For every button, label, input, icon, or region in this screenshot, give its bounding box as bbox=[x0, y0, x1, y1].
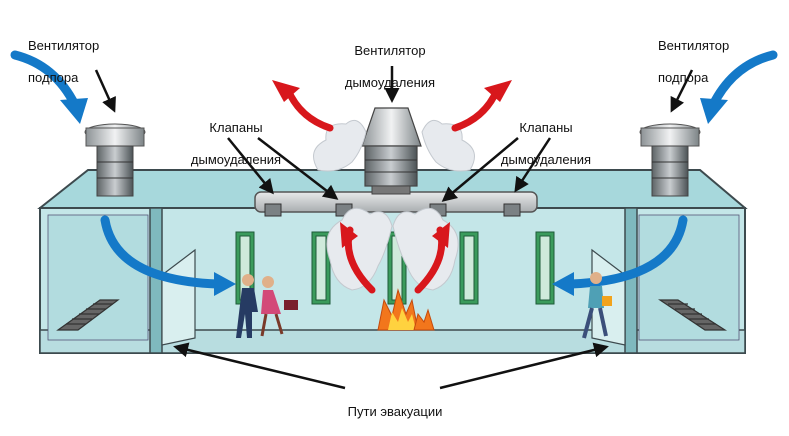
supply-fan-right-label: Вентилятор подпора bbox=[658, 22, 758, 102]
label-pointers bbox=[94, 66, 694, 390]
label-line: Клапаны bbox=[209, 120, 263, 135]
arrowhead bbox=[60, 98, 88, 124]
label-line: подпора bbox=[28, 70, 79, 85]
label-line: дымоудаления bbox=[344, 75, 436, 90]
fan-icon bbox=[640, 127, 700, 147]
arrowhead bbox=[272, 80, 300, 102]
supply-fan-right bbox=[639, 123, 701, 197]
label-line: дымоудаления bbox=[190, 152, 282, 167]
stair-shaft-left bbox=[47, 214, 149, 341]
smoke-ventilation-diagram bbox=[10, 50, 778, 390]
partition-right bbox=[624, 207, 638, 354]
label-line: дымоудаления bbox=[500, 152, 592, 167]
label-line: подпора bbox=[658, 70, 709, 85]
supply-air-arrows bbox=[10, 50, 778, 289]
fire-icon bbox=[377, 288, 435, 331]
arrowhead bbox=[700, 98, 728, 124]
partition-left bbox=[149, 207, 163, 354]
valve bbox=[503, 203, 521, 217]
supply-fan-left-label: Вентилятор подпора bbox=[28, 22, 128, 102]
smoke-duct bbox=[254, 191, 538, 217]
arrowhead bbox=[340, 222, 358, 248]
arrowhead bbox=[484, 80, 512, 102]
label-line: Вентилятор bbox=[28, 38, 100, 53]
label-line: Клапаны bbox=[519, 120, 573, 135]
smoke-fan bbox=[361, 107, 422, 195]
stairs-right bbox=[658, 299, 728, 331]
fan-icon bbox=[361, 107, 422, 147]
stair-shaft-right bbox=[638, 214, 740, 341]
smoke-fan-label: Вентилятор дымоудаления bbox=[330, 27, 450, 107]
label-line: Пути эвакуации bbox=[347, 404, 443, 419]
arrowhead bbox=[214, 272, 236, 296]
valves-right-label: Клапаны дымоудаления bbox=[486, 104, 606, 184]
supply-fan-left bbox=[84, 123, 146, 197]
valve bbox=[264, 203, 282, 217]
label-line: Вентилятор bbox=[354, 43, 426, 58]
valves-left-label: Клапаны дымоудаления bbox=[176, 104, 296, 184]
stairs-left bbox=[56, 299, 120, 331]
fan-icon bbox=[85, 127, 145, 147]
label-line: Вентилятор bbox=[658, 38, 730, 53]
person-icon bbox=[260, 276, 298, 337]
corridor-doors bbox=[235, 231, 555, 305]
arrowhead bbox=[432, 222, 450, 248]
arrowhead bbox=[552, 272, 574, 296]
person-icon bbox=[582, 272, 612, 339]
person-icon bbox=[236, 274, 258, 338]
evacuation-label: Пути эвакуации bbox=[320, 388, 470, 436]
